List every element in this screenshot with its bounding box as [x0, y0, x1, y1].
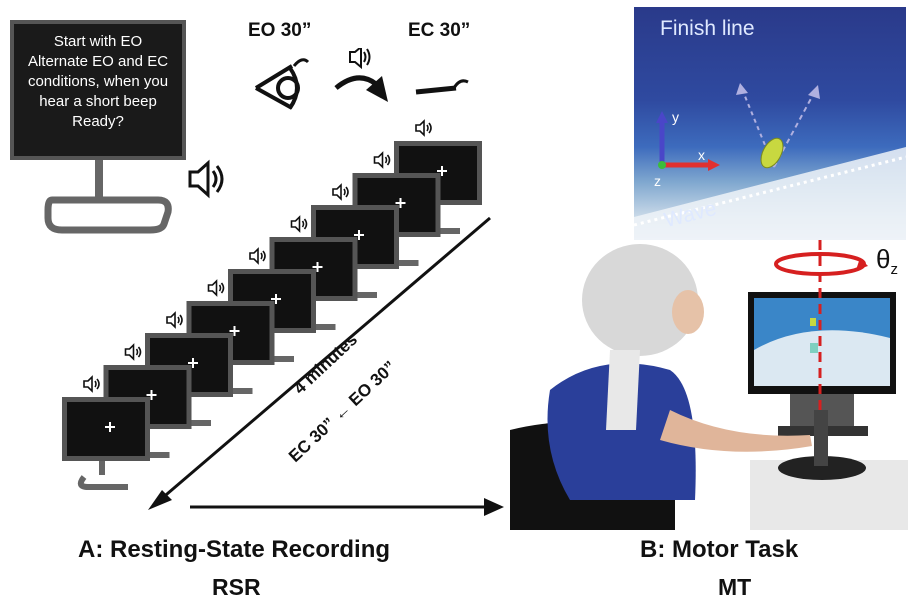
rotation-subscript: z [890, 261, 898, 279]
trajectory-arrows [736, 83, 820, 168]
theta-symbol: θ [876, 244, 891, 274]
fixation-cross-icon [354, 230, 364, 240]
motor-task-simulation: Finish line Wave y x z [634, 7, 906, 240]
coordinate-axes [656, 111, 720, 171]
beep-speaker-icon [83, 375, 100, 393]
beep-speaker-icon [415, 119, 432, 137]
instruction-line-4: hear a short beep [39, 93, 157, 110]
eeg-cap [582, 244, 698, 356]
panel-a-abbr: RSR [212, 574, 261, 600]
fixation-cross-icon [146, 390, 157, 400]
axis-z-label: z [654, 173, 661, 189]
open-eye-icon [254, 58, 310, 110]
beep-speaker-icon [124, 343, 142, 361]
fixation-cross-icon [437, 166, 447, 176]
transition-arrow-icon [334, 75, 388, 102]
beep-speaker-icon [166, 311, 183, 329]
fixation-cross-icon [229, 326, 240, 336]
participant-scene [510, 240, 908, 530]
instruction-screen: Start with EO Alternate EO and EC condit… [10, 20, 186, 160]
rotation-label: θz [876, 244, 898, 278]
axis-y-label: y [672, 109, 679, 125]
beep-speaker-icon [332, 183, 349, 201]
eye-transition-graphic [254, 48, 469, 110]
rotation-axis [774, 240, 868, 450]
instruction-monitor-stand [44, 160, 172, 234]
panel-a-title: A: Resting-State Recording [78, 536, 391, 563]
closed-eye-icon [415, 79, 469, 95]
beep-speaker-icon [249, 247, 266, 265]
beep-speaker-icon [373, 151, 391, 169]
fixation-cross-icon [105, 422, 115, 432]
sequence-monitor [62, 375, 150, 490]
axis-x-label: x [698, 147, 705, 163]
fixation-cross-icon [271, 294, 281, 304]
participant-body [547, 363, 696, 500]
eo-label: EO 30” [248, 20, 312, 41]
instruction-line-1: Start with EO [53, 33, 143, 50]
participant-arm [660, 410, 812, 452]
fixation-cross-icon [395, 198, 406, 208]
panel-b-abbr: MT [718, 574, 752, 600]
beep-speaker-icon [290, 215, 308, 233]
ec-label: EC 30” [408, 20, 471, 41]
panel-b-title: B: Motor Task [640, 536, 799, 563]
small-speaker-icon [349, 48, 371, 70]
finish-line-label: Finish line [660, 17, 755, 40]
fixation-cross-icon [188, 358, 198, 368]
fixation-cross-icon [312, 262, 323, 272]
instruction-line-5: Ready? [72, 113, 124, 130]
speaker-icon [188, 159, 224, 199]
eeg-cables [606, 350, 640, 430]
instruction-line-2: Alternate EO and EC [27, 53, 169, 70]
beep-speaker-icon [207, 279, 225, 297]
instruction-line-3: conditions, when you [27, 73, 169, 90]
joystick-base [778, 456, 866, 480]
boat-icon [760, 137, 784, 169]
